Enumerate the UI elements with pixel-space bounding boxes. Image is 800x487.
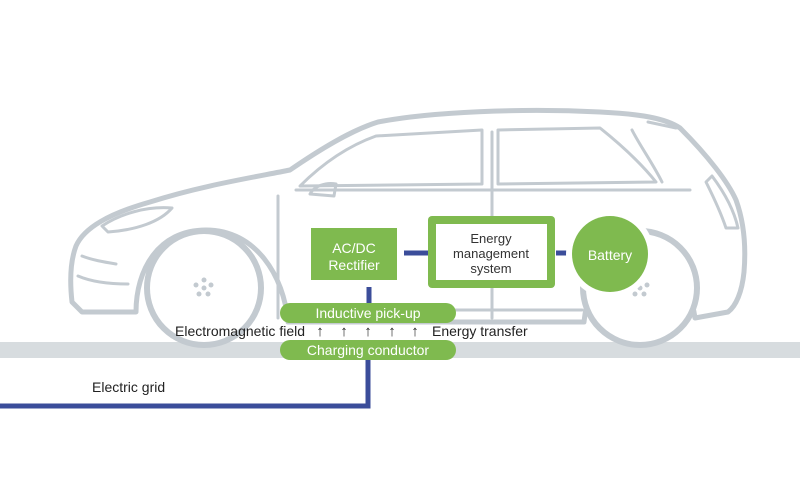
roof-spoiler [646,120,678,130]
energy-transfer-label: Energy transfer [432,323,528,339]
bumper-line [76,274,130,286]
headlight [100,206,174,234]
conductor-label: Charging conductor [307,342,430,358]
taillight [704,174,740,230]
front-grille [80,254,118,266]
rear-window [496,126,658,186]
battery-label: Battery [588,247,632,263]
ems-block: Energy management system [428,216,555,288]
charging-conductor-bar: Charging conductor [280,340,456,360]
em-field-label: Electromagnetic field [175,323,305,339]
front-wheel [144,228,264,348]
front-window [298,128,484,188]
pickup-label: Inductive pick-up [315,305,420,321]
ems-label-line3: system [470,261,511,276]
grid-cable [0,358,371,409]
electric-grid-label: Electric grid [92,379,165,395]
ems-label-line1: Energy [470,231,512,246]
field-arrow-icon: ↑ [316,323,324,340]
field-arrow-icon: ↑ [388,323,396,340]
rear-pillar [630,128,664,184]
inductive-pickup-bar: Inductive pick-up [280,303,456,323]
field-arrow-icon: ↑ [340,323,348,340]
field-arrow-icon: ↑ [364,323,372,340]
battery-block: Battery [566,210,654,298]
field-arrows: ↑ ↑ ↑ ↑ ↑ [316,323,419,340]
rectifier-label-line2: Rectifier [328,257,380,273]
ems-label-line2: management [453,246,529,261]
field-arrow-icon: ↑ [411,323,419,340]
rectifier-label-line1: AC/DC [332,240,376,256]
side-mirror [308,182,338,198]
rectifier-block: AC/DC Rectifier [304,221,404,287]
